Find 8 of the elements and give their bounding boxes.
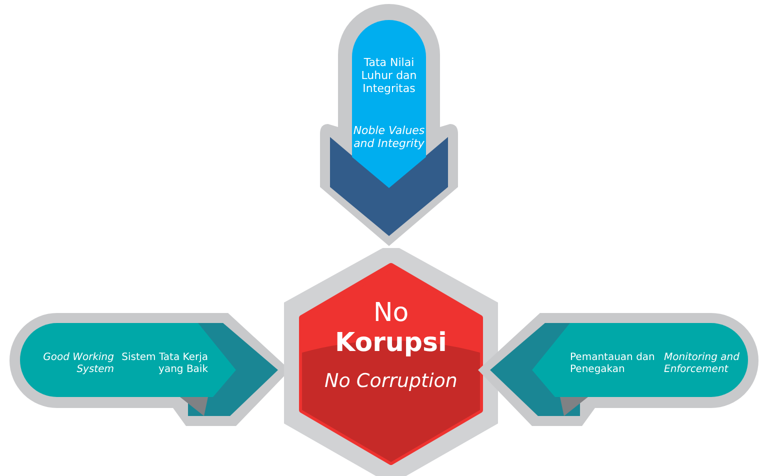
center-subtitle: No Corruption: [324, 370, 458, 393]
arrow-title: Sistem Tata Kerja yang Baik: [120, 352, 208, 376]
arrow-subtitle: Good Working System: [42, 352, 114, 376]
arrow-title: Pemantauan dan Penegakan: [570, 352, 656, 376]
center-title: No Korupsi: [334, 298, 448, 358]
arrow-title: Tata Nilai Luhur dan Integritas: [360, 56, 418, 95]
arrow-subtitle: Noble Values and Integrity: [352, 124, 426, 150]
arrow-subtitle: Monitoring and Enforcement: [664, 352, 740, 376]
